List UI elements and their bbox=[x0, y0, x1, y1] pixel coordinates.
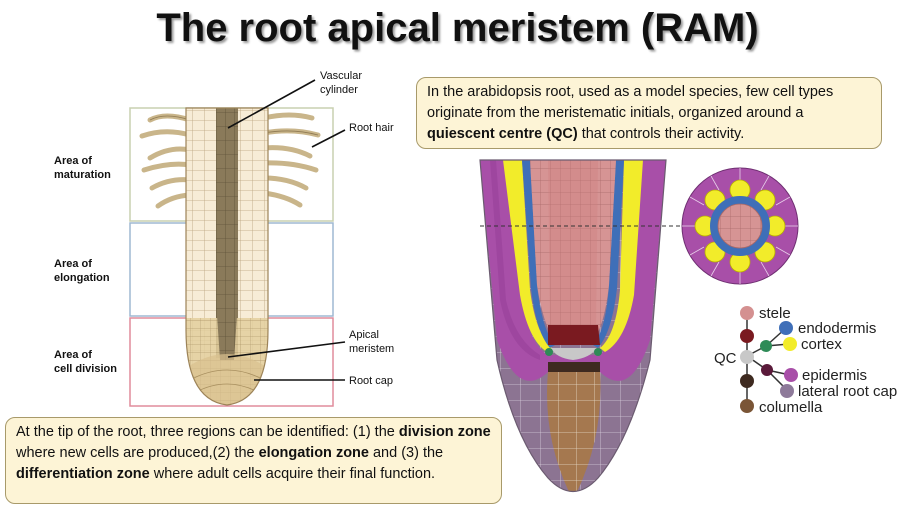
legend-dot-qc bbox=[740, 350, 754, 364]
ram-cross-section bbox=[681, 167, 799, 285]
legend-dot-endodermis bbox=[779, 321, 793, 335]
ram-longitudinal-section bbox=[479, 159, 690, 492]
legend-dot-lateral-root-cap bbox=[780, 384, 794, 398]
legend-dot-stele bbox=[740, 306, 754, 320]
zones-text-elongation: elongation zone bbox=[258, 445, 369, 461]
legend-dot-epidermis-initial bbox=[761, 364, 773, 376]
qc-info-box: In the arabidopsis root, used as a model… bbox=[416, 77, 882, 149]
legend-dot-columella bbox=[740, 399, 754, 413]
info-text-2: that controls their activity. bbox=[577, 126, 745, 142]
zones-text-differentiation: differentiation zone bbox=[16, 466, 150, 482]
info-text-qc: quiescent centre (QC) bbox=[427, 126, 578, 142]
callout-vascular-cylinder: Vascular cylinder bbox=[320, 70, 365, 96]
legend-dot-stele-initial bbox=[740, 329, 754, 343]
legend-dot-columella-initial bbox=[740, 374, 754, 388]
stele-core bbox=[717, 203, 763, 249]
root-body bbox=[186, 108, 268, 405]
callout-apical-meristem: Apical meristem bbox=[349, 329, 394, 355]
legend-label-qc: QC bbox=[714, 350, 737, 367]
label-maturation: Area of maturation bbox=[54, 155, 111, 181]
legend-dot-epidermis bbox=[784, 368, 798, 382]
zones-text-1: At the tip of the root, three regions ca… bbox=[16, 424, 399, 440]
legend-label-lateral-root-cap: lateral root cap bbox=[798, 383, 897, 400]
page-title: The root apical meristem (RAM) bbox=[156, 6, 759, 50]
root-zone-diagram bbox=[129, 79, 346, 407]
callout-root-hair: Root hair bbox=[349, 122, 394, 134]
label-elongation: Area of elongation bbox=[54, 258, 110, 284]
info-text-1: In the arabidopsis root, used as a model… bbox=[427, 84, 834, 121]
legend-label-cortex: cortex bbox=[801, 336, 842, 353]
cell-lineage-legend: stele endodermis cortex QC epidermis lat… bbox=[714, 305, 897, 416]
legend-label-columella: columella bbox=[759, 399, 823, 416]
legend-label-epidermis: epidermis bbox=[802, 367, 867, 384]
zones-text-3: and (3) the bbox=[368, 445, 444, 461]
endodermis-ring bbox=[710, 196, 770, 256]
zones-text-division: division zone bbox=[398, 424, 491, 440]
legend-dot-cortex-initial bbox=[760, 340, 772, 352]
zones-text-4: where adult cells acquire their final fu… bbox=[149, 466, 436, 482]
legend-dot-cortex bbox=[783, 337, 797, 351]
label-cell-division: Area of cell division bbox=[54, 349, 117, 375]
callout-lines bbox=[227, 79, 346, 381]
legend-label-endodermis: endodermis bbox=[798, 320, 876, 337]
zones-text-2: where new cells are produced,(2) the bbox=[16, 445, 259, 461]
zones-info-box: At the tip of the root, three regions ca… bbox=[5, 417, 502, 504]
legend-label-stele: stele bbox=[759, 305, 791, 322]
callout-root-cap: Root cap bbox=[349, 375, 393, 387]
